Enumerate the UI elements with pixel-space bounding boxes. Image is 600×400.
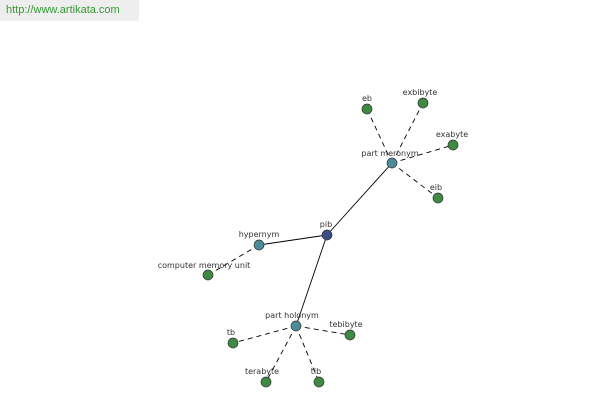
label-exbibyte[interactable]: exbibyte <box>403 88 438 97</box>
edge-pib-part-holonym <box>295 234 328 327</box>
label-hypernym[interactable]: hypernym <box>239 230 280 239</box>
edge-part-meronym-eb <box>366 108 393 164</box>
label-eib[interactable]: eib <box>430 183 442 192</box>
edge-part-meronym-eib <box>391 162 439 199</box>
node-exbibyte[interactable] <box>417 97 429 109</box>
label-tb[interactable]: tb <box>227 328 235 337</box>
edge-pib-part-meronym <box>326 162 393 236</box>
label-computer-memory-unit[interactable]: computer memory unit <box>158 261 251 270</box>
node-tib[interactable] <box>313 376 325 388</box>
label-tib[interactable]: tib <box>311 367 321 376</box>
edge-part-holonym-tebibyte <box>295 325 351 336</box>
graph-edges <box>207 102 454 383</box>
edge-part-holonym-tb <box>232 325 297 344</box>
node-terabyte[interactable] <box>260 376 272 388</box>
node-tebibyte[interactable] <box>344 329 356 341</box>
edge-part-holonym-tib <box>295 325 320 383</box>
graph-nodes <box>202 97 459 388</box>
node-computer-memory-unit[interactable] <box>202 269 214 281</box>
label-terabyte[interactable]: terabyte <box>245 367 279 376</box>
node-eb[interactable] <box>361 103 373 115</box>
node-eib[interactable] <box>432 192 444 204</box>
node-hypernym[interactable] <box>253 239 265 251</box>
edge-hypernym-computer-memory-unit <box>207 244 260 276</box>
label-eb[interactable]: eb <box>362 94 372 103</box>
label-tebibyte[interactable]: tebibyte <box>329 320 362 329</box>
graph-labels: pib part meronym eb exbibyte exabyte eib hyper… <box>158 88 469 376</box>
edge-part-meronym-exbibyte <box>391 102 424 164</box>
edge-part-meronym-exabyte <box>391 144 454 164</box>
node-exabyte[interactable] <box>447 139 459 151</box>
site-banner: http://www.artikata.com <box>0 0 139 21</box>
label-pib[interactable]: pib <box>320 220 332 229</box>
label-exabyte[interactable]: exabyte <box>436 130 468 139</box>
label-part-meronym[interactable]: part meronym <box>361 149 418 158</box>
label-part-holonym[interactable]: part holonym <box>265 311 319 320</box>
node-part-meronym[interactable] <box>386 157 398 169</box>
edge-part-holonym-terabyte <box>265 325 297 383</box>
edge-pib-hypernym <box>258 234 328 246</box>
node-part-holonym[interactable] <box>290 320 302 332</box>
node-pib[interactable] <box>321 229 333 241</box>
site-url-link[interactable]: http://www.artikata.com <box>6 4 120 16</box>
node-tb[interactable] <box>227 337 239 349</box>
